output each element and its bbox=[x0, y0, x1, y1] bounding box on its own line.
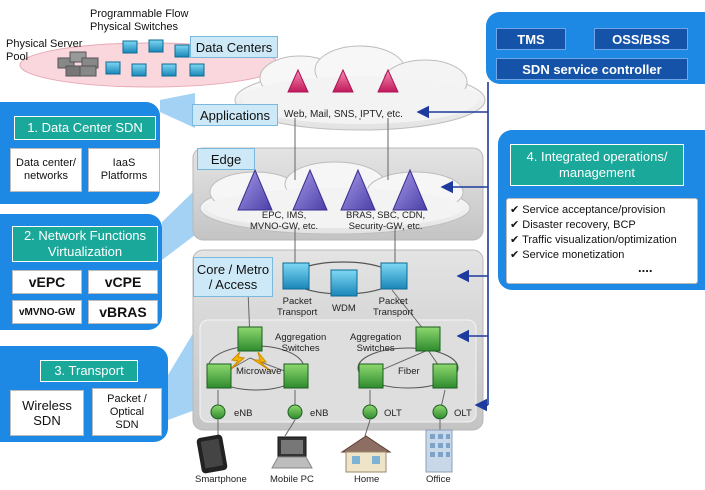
vmvno-gw-box: vMVNO-GW bbox=[12, 300, 82, 324]
packet-transport-1-label: Packet Transport bbox=[277, 296, 318, 318]
packet-transport-2-label: Packet Transport bbox=[373, 296, 414, 318]
edge-right-text: BRAS, SBC, CDN, Security-GW, etc. bbox=[346, 210, 426, 232]
wireless-sdn-box: Wireless SDN bbox=[10, 390, 84, 436]
oss-bss-bar: OSS/BSS bbox=[594, 28, 688, 50]
nfv-title: 2. Network Functions Virtualization bbox=[12, 226, 158, 262]
aggregation-left-label: Aggregation Switches bbox=[275, 332, 327, 354]
enb-1-label: eNB bbox=[234, 408, 253, 419]
olt-2-label: OLT bbox=[454, 408, 472, 419]
smartphone-icon bbox=[196, 434, 228, 474]
integrated-ops-title: 4. Integrated operations/ management bbox=[510, 144, 684, 186]
controller-tree bbox=[416, 82, 489, 412]
aggregation-ring-right bbox=[357, 347, 459, 389]
check-icon: ✔ bbox=[510, 219, 523, 231]
vcpe-box: vCPE bbox=[88, 270, 158, 294]
ops-ellipsis: .... bbox=[638, 260, 653, 275]
access-node-icons bbox=[210, 404, 448, 420]
core-switch-icons bbox=[282, 262, 408, 297]
edge-tag: Edge bbox=[197, 148, 255, 170]
ops-item-2-text: Disaster recovery, BCP bbox=[522, 219, 636, 231]
microwave-bolt-2 bbox=[252, 351, 273, 373]
iaas-platforms-box: IaaS Platforms bbox=[88, 148, 160, 192]
server-pool-icon bbox=[57, 51, 99, 77]
ops-item-4: ✔ Service monetization bbox=[510, 248, 624, 261]
core-metro-access-tag: Core / Metro / Access bbox=[193, 257, 273, 297]
check-icon: ✔ bbox=[510, 204, 523, 216]
office-icon bbox=[425, 429, 453, 473]
microwave-label: Microwave bbox=[236, 366, 282, 377]
ops-item-4-text: Service monetization bbox=[522, 249, 625, 261]
aggregation-right-label: Aggregation Switches bbox=[350, 332, 402, 354]
data-center-networks-box: Data center/ networks bbox=[10, 148, 82, 192]
enb-2-label: eNB bbox=[310, 408, 329, 419]
edge-left-text: EPC, IMS, MVNO-GW, etc. bbox=[250, 210, 319, 232]
fiber-label: Fiber bbox=[398, 366, 420, 377]
check-icon: ✔ bbox=[510, 234, 523, 246]
smartphone-label: Smartphone bbox=[195, 474, 247, 485]
ops-item-1: ✔ Service acceptance/provision bbox=[510, 203, 665, 216]
check-icon: ✔ bbox=[510, 249, 523, 261]
applications-tag: Applications bbox=[192, 104, 278, 126]
office-label: Office bbox=[426, 474, 451, 485]
edge-function-pyramids bbox=[237, 168, 428, 211]
ops-item-3-text: Traffic visualization/optimization bbox=[522, 234, 677, 246]
connector-nfv bbox=[162, 190, 195, 260]
mobile-pc-label: Mobile PC bbox=[270, 474, 314, 485]
applications-text: Web, Mail, SNS, IPTV, etc. bbox=[284, 109, 403, 120]
connector-dc bbox=[160, 93, 195, 128]
ops-item-1-text: Service acceptance/provision bbox=[522, 204, 666, 216]
server-pool-label: Physical Server Pool bbox=[6, 38, 83, 63]
wdm-label: WDM bbox=[332, 303, 356, 314]
home-icon bbox=[340, 435, 392, 473]
data-center-sdn-title: 1. Data Center SDN bbox=[14, 116, 156, 140]
vbras-box: vBRAS bbox=[88, 300, 158, 324]
integrated-ops-list-box bbox=[506, 198, 698, 284]
olt-1-label: OLT bbox=[384, 408, 402, 419]
aggregation-switch-icons bbox=[206, 326, 458, 389]
vepc-box: vEPC bbox=[12, 270, 82, 294]
connector-transport bbox=[168, 330, 195, 420]
data-centers-tag: Data Centers bbox=[190, 36, 278, 58]
application-icons bbox=[287, 68, 399, 93]
edge-cloud bbox=[199, 161, 471, 235]
mobile-pc-icon bbox=[271, 436, 313, 469]
access-inner-bg bbox=[199, 319, 477, 423]
flow-switches-label: Programmable Flow Physical Switches bbox=[90, 8, 189, 33]
flow-switches-icons bbox=[105, 39, 205, 77]
ops-item-3: ✔ Traffic visualization/optimization bbox=[510, 233, 677, 246]
ops-item-2: ✔ Disaster recovery, BCP bbox=[510, 218, 636, 231]
sdn-service-controller-bar: SDN service controller bbox=[496, 58, 688, 80]
tms-bar: TMS bbox=[496, 28, 566, 50]
packet-optical-sdn-box: Packet / Optical SDN bbox=[92, 388, 162, 436]
transport-title: 3. Transport bbox=[40, 360, 138, 382]
home-label: Home bbox=[354, 474, 380, 485]
